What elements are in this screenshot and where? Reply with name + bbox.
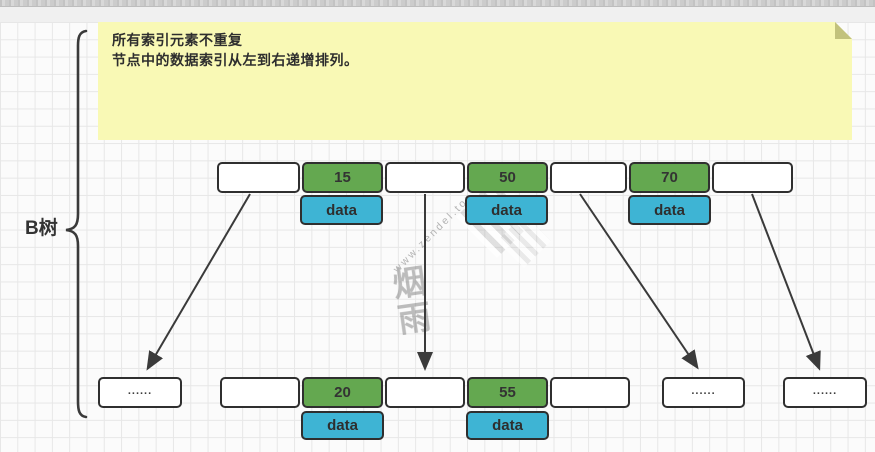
root-data-under-15[interactable]: data	[300, 195, 383, 225]
child-node-right-ellipsis-2[interactable]: ......	[783, 377, 867, 408]
note-line-2: 节点中的数据索引从左到右递增排列。	[112, 52, 359, 68]
sticky-note[interactable]	[98, 22, 852, 140]
middle-child-pointer-cell-2[interactable]	[385, 377, 465, 408]
root-pointer-cell-3[interactable]	[550, 162, 627, 193]
data-label: data	[326, 201, 357, 219]
child-data-under-20[interactable]: data	[301, 411, 384, 440]
root-key-cell-70[interactable]: 70	[629, 162, 710, 193]
child-key-20-label: 20	[334, 384, 351, 401]
tree-label[interactable]: B树	[25, 218, 58, 239]
data-label: data	[327, 417, 358, 434]
root-pointer-cell-2[interactable]	[385, 162, 465, 193]
root-key-cell-15[interactable]: 15	[302, 162, 383, 193]
top-margin-band	[0, 7, 875, 22]
child-key-55-label: 55	[499, 384, 516, 401]
child-node-right-ellipsis-1[interactable]: ......	[662, 377, 745, 408]
middle-child-key-cell-20[interactable]: 20	[302, 377, 383, 408]
ellipsis-label: ......	[127, 385, 153, 397]
root-key-50-label: 50	[499, 169, 516, 186]
note-text: 所有索引元素不重复 节点中的数据索引从左到右递增排列。	[112, 30, 832, 70]
data-label: data	[491, 201, 522, 219]
root-key-70-label: 70	[661, 169, 678, 186]
root-pointer-cell-1[interactable]	[217, 162, 300, 193]
data-label: data	[654, 201, 685, 219]
ellipsis-label: ......	[691, 385, 716, 397]
root-key-15-label: 15	[334, 169, 351, 186]
ellipsis-label: ......	[812, 385, 838, 397]
middle-child-pointer-cell-1[interactable]	[220, 377, 300, 408]
middle-child-pointer-cell-3[interactable]	[550, 377, 630, 408]
data-label: data	[492, 417, 523, 434]
root-data-under-50[interactable]: data	[465, 195, 548, 225]
root-key-cell-50[interactable]: 50	[467, 162, 548, 193]
child-data-under-55[interactable]: data	[466, 411, 549, 440]
window-edge-strip	[0, 0, 875, 7]
root-data-under-70[interactable]: data	[628, 195, 711, 225]
child-node-left-ellipsis[interactable]: ......	[98, 377, 182, 408]
watermark-glyphs: 烟雨	[390, 262, 434, 339]
middle-child-key-cell-55[interactable]: 55	[467, 377, 548, 408]
root-pointer-cell-4[interactable]	[712, 162, 793, 193]
note-line-1: 所有索引元素不重复	[112, 32, 243, 48]
